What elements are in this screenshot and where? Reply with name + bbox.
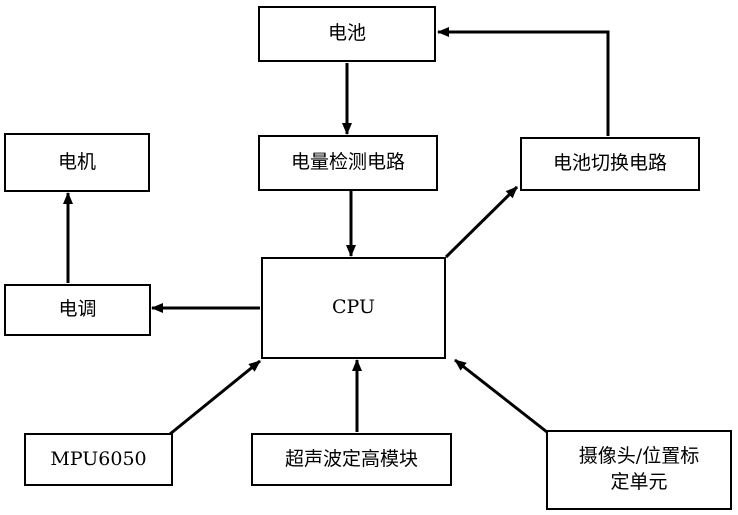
motor-box: 电机 (4, 133, 150, 192)
camera-label-line2: 定单元 (610, 470, 667, 496)
ultrasonic-label: 超声波定高模块 (285, 447, 418, 473)
cpu-box: CPU (261, 257, 446, 359)
camera-label-line1: 摄像头/位置标 (579, 444, 699, 470)
esc-label: 电调 (58, 297, 96, 323)
mpu6050-box: MPU6050 (24, 433, 173, 486)
cpu-label: CPU (332, 295, 375, 321)
arrow-switch-to-battery (438, 32, 608, 136)
ultrasonic-box: 超声波定高模块 (251, 433, 452, 486)
arrow-mpu-to-cpu (170, 361, 260, 434)
power-detect-box: 电量检测电路 (258, 135, 438, 191)
mpu6050-label: MPU6050 (50, 447, 146, 473)
camera-box: 摄像头/位置标 定单元 (546, 430, 732, 510)
battery-box: 电池 (258, 6, 436, 62)
esc-box: 电调 (4, 284, 151, 336)
arrow-cpu-to-switch (446, 187, 517, 257)
battery-switch-box: 电池切换电路 (520, 137, 700, 191)
battery-label: 电池 (328, 21, 366, 47)
battery-switch-label: 电池切换电路 (553, 151, 667, 177)
power-detect-label: 电量检测电路 (291, 150, 405, 176)
motor-label: 电机 (58, 150, 96, 176)
arrow-camera-to-cpu (455, 360, 547, 432)
